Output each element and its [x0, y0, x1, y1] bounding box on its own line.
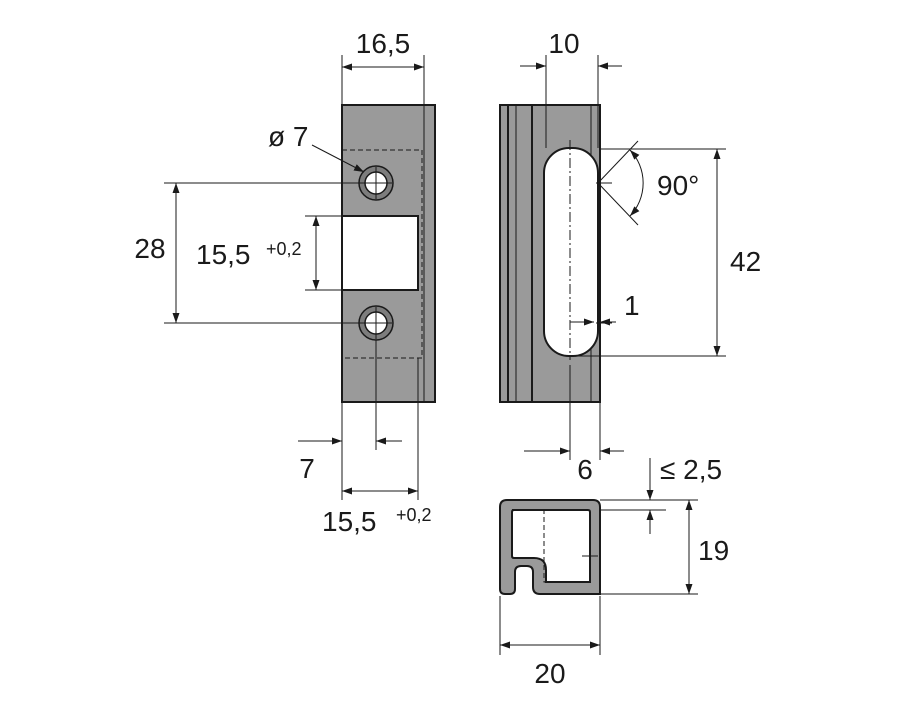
svg-text:10: 10 [548, 28, 579, 59]
dim-slot-position: 6 [524, 365, 624, 485]
front-view: 16,5 ø 7 28 15,5 +0,2 7 [134, 28, 436, 537]
dim-opening-height: 15,5 +0,2 [196, 215, 342, 291]
svg-text:≤ 2,5: ≤ 2,5 [660, 454, 722, 485]
svg-text:15,5: 15,5 [322, 506, 377, 537]
dim-section-width: 20 [499, 596, 601, 689]
svg-text:28: 28 [134, 233, 165, 264]
dim-angle: 90° [597, 140, 699, 226]
svg-text:+0,2: +0,2 [266, 239, 302, 259]
svg-text:16,5: 16,5 [356, 28, 411, 59]
dim-slot-length: 42 [570, 148, 761, 357]
svg-text:7: 7 [299, 453, 315, 484]
section-view: ≤ 2,5 19 20 [499, 454, 729, 689]
svg-text:42: 42 [730, 246, 761, 277]
svg-text:ø 7: ø 7 [268, 121, 308, 152]
latch-slot [543, 147, 599, 357]
side-view: 10 90° 42 1 6 [499, 28, 761, 485]
svg-text:+0,2: +0,2 [396, 505, 432, 525]
svg-text:20: 20 [534, 658, 565, 689]
svg-text:19: 19 [698, 535, 729, 566]
dim-opening-width: 15,5 +0,2 [322, 358, 432, 537]
dim-hole-spacing: 28 [134, 182, 376, 324]
section-hidden-latch [543, 509, 591, 583]
latch-opening [341, 215, 419, 291]
dim-side-width: 10 [520, 28, 622, 148]
dim-section-height: 19 [600, 500, 729, 595]
dim-hole-edge-offset: 7 [298, 340, 402, 484]
svg-text:15,5: 15,5 [196, 239, 251, 270]
svg-text:6: 6 [577, 454, 593, 485]
dim-front-width: 16,5 [341, 28, 425, 105]
dim-offset: 1 [570, 290, 640, 326]
dim-wall-thickness: ≤ 2,5 [600, 454, 722, 534]
svg-text:1: 1 [624, 290, 640, 321]
section-profile [499, 499, 601, 595]
svg-text:90°: 90° [657, 170, 699, 201]
dim-hole-diameter: ø 7 [268, 121, 365, 173]
